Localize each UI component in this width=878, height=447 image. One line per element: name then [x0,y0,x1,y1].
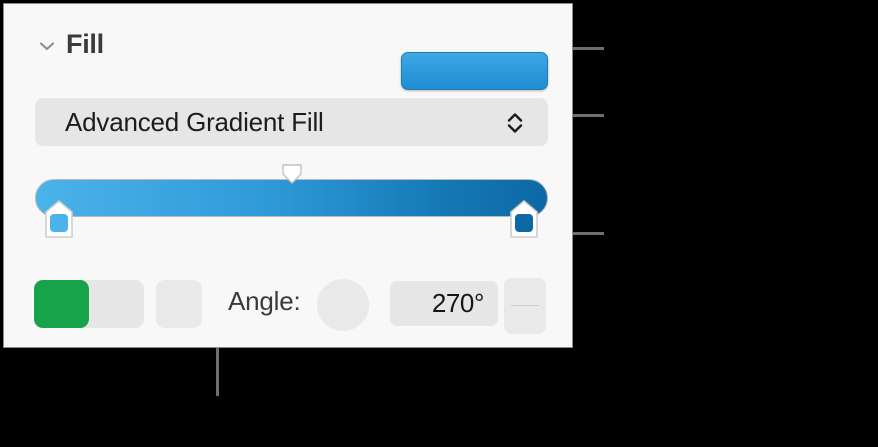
angle-label: Angle: [228,286,301,316]
fill-inspector-panel: Fill Advanced Gradient Fill [3,3,573,348]
gradient-stop-end[interactable] [509,200,539,240]
callout-line-color-swatch [548,47,604,50]
radial-gradient-button[interactable] [89,280,144,328]
gradient-stop-start-color [50,214,68,232]
gradient-type-group [34,280,144,328]
angle-value: 270° [431,288,485,318]
gradient-preview-bar[interactable] [35,179,548,217]
page-title: Fill [66,29,104,59]
stepper-increment-button[interactable] [512,288,538,302]
gradient-controls-row: Angle: 270° [4,276,572,336]
gradient-stop-start[interactable] [44,200,74,240]
angle-stepper[interactable] [504,278,546,334]
angle-dial[interactable] [317,279,369,331]
gradient-slider[interactable] [35,164,548,238]
gradient-stop-end-color [515,214,533,232]
fill-section-header: Fill [4,24,572,90]
fill-type-select[interactable]: Advanced Gradient Fill [35,98,548,146]
chevron-up-down-icon [504,110,526,136]
fill-color-swatch[interactable] [401,52,548,90]
gradient-midpoint-handle[interactable] [281,164,303,184]
callout-line-fill-menu [548,114,604,117]
reverse-gradient-button[interactable] [156,280,202,328]
stepper-decrement-button[interactable] [512,310,538,324]
chevron-down-icon[interactable] [37,36,57,56]
fill-type-selected-value: Advanced Gradient Fill [65,107,324,137]
linear-gradient-button[interactable] [34,280,89,328]
angle-input[interactable]: 270° [390,281,498,326]
stepper-divider [511,305,539,306]
